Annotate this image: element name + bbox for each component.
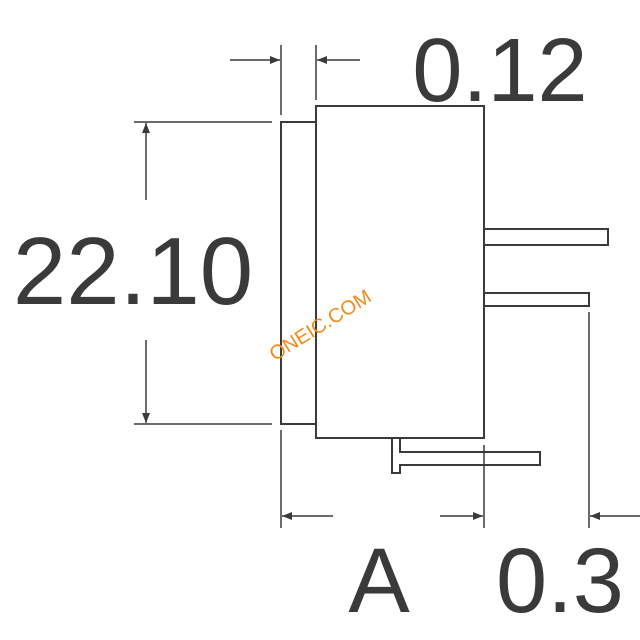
height-dimension-label: 22.10	[13, 218, 253, 325]
gap-dimension-label: 0.12	[412, 21, 587, 121]
pin-offset-label: 0.3	[496, 530, 624, 632]
body-outline	[315, 105, 485, 439]
pin-bottom	[391, 438, 541, 474]
body-width-label: A	[348, 530, 410, 632]
pin-top	[483, 228, 609, 246]
flange-outline	[280, 121, 317, 425]
watermark-text: ONEIC.COM	[266, 286, 376, 366]
pin-middle	[483, 292, 590, 307]
